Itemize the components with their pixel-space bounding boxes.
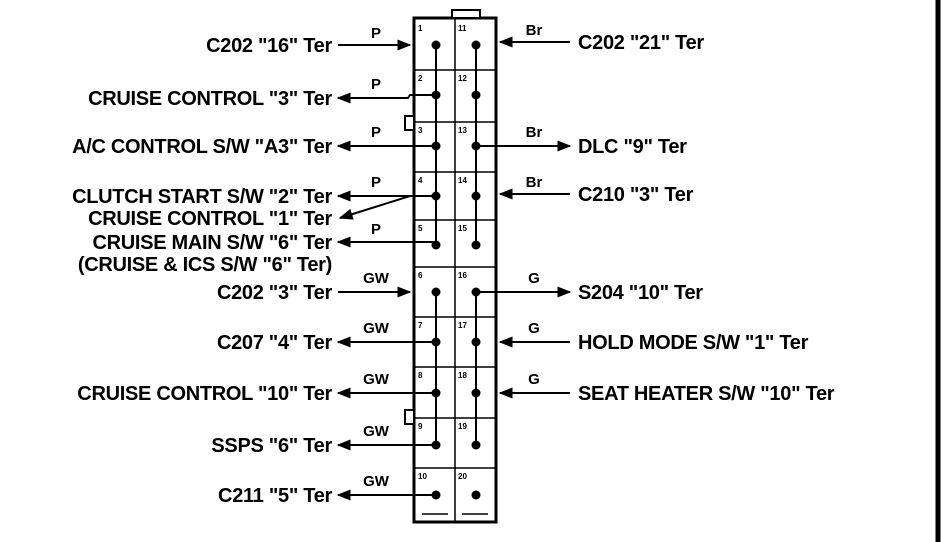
wire-color-code: P bbox=[371, 124, 381, 141]
pin-number: 14 bbox=[458, 176, 467, 185]
terminal-label: HOLD MODE S/W "1" Ter bbox=[578, 332, 809, 354]
pin-number: 3 bbox=[418, 126, 423, 135]
terminal-label: C202 "16" Ter bbox=[206, 35, 332, 57]
terminal-label: (CRUISE & ICS S/W "6" Ter) bbox=[78, 254, 332, 276]
terminal-label: SSPS "6" Ter bbox=[211, 435, 332, 457]
wire-color-code: GW bbox=[363, 320, 390, 337]
right-terminal-labels: C202 "21" Ter DLC "9" Ter C210 "3" Ter S… bbox=[578, 32, 835, 405]
terminal-label: DLC "9" Ter bbox=[578, 136, 687, 158]
pin-number: 4 bbox=[418, 176, 423, 185]
pin-number: 18 bbox=[458, 371, 467, 380]
right-wire-colors: Br Br Br G G G bbox=[526, 22, 543, 388]
pin-number: 11 bbox=[458, 24, 467, 33]
terminal-label: CRUISE CONTROL "1" Ter bbox=[88, 208, 332, 230]
terminal-label: SEAT HEATER S/W "10" Ter bbox=[578, 383, 835, 405]
terminal-label: CRUISE MAIN S/W "6" Ter bbox=[93, 232, 333, 254]
pin-number: 10 bbox=[418, 472, 427, 481]
wire-color-code: Br bbox=[526, 22, 543, 39]
terminal-label: C211 "5" Ter bbox=[218, 485, 332, 507]
right-wires bbox=[476, 36, 572, 399]
pin-number: 13 bbox=[458, 126, 467, 135]
pin-number: 2 bbox=[418, 74, 423, 83]
wire-color-code: GW bbox=[363, 473, 390, 490]
pin-number: 16 bbox=[458, 271, 467, 280]
wire-color-code: P bbox=[371, 76, 381, 93]
left-terminal-labels: C202 "16" Ter CRUISE CONTROL "3" Ter A/C… bbox=[72, 35, 333, 507]
pin-number: 17 bbox=[458, 321, 467, 330]
pin-number: 1 bbox=[418, 24, 423, 33]
left-wire-colors: P P P P P GW GW GW GW GW bbox=[363, 25, 390, 490]
pin-number: 8 bbox=[418, 371, 423, 380]
pin-number: 6 bbox=[418, 271, 423, 280]
wire-color-code: P bbox=[371, 221, 381, 238]
pin-number: 15 bbox=[458, 224, 467, 233]
pin-number: 19 bbox=[458, 422, 467, 431]
terminal-label: C202 "21" Ter bbox=[578, 32, 704, 54]
wire-color-code: G bbox=[528, 320, 540, 337]
pin-dots bbox=[431, 40, 481, 500]
wire-color-code: G bbox=[528, 270, 540, 287]
wire-color-code: GW bbox=[363, 371, 390, 388]
wire-color-code: P bbox=[371, 25, 381, 42]
wire-color-code: P bbox=[371, 174, 381, 191]
wire-color-code: GW bbox=[363, 270, 390, 287]
wire-color-code: Br bbox=[526, 124, 543, 141]
pin-number: 5 bbox=[418, 224, 423, 233]
terminal-label: C207 "4" Ter bbox=[217, 332, 333, 354]
pin-number: 12 bbox=[458, 74, 467, 83]
terminal-label: S204 "10" Ter bbox=[578, 282, 703, 304]
pin-number: 7 bbox=[418, 321, 423, 330]
terminal-label: C210 "3" Ter bbox=[578, 184, 694, 206]
connector-body bbox=[404, 9, 498, 524]
left-wires bbox=[336, 39, 436, 501]
wire-color-code: G bbox=[528, 371, 540, 388]
pin-number: 9 bbox=[418, 422, 423, 431]
terminal-label: A/C CONTROL S/W "A3" Ter bbox=[72, 136, 332, 158]
terminal-label: CRUISE CONTROL "10" Ter bbox=[77, 383, 332, 405]
wire-color-code: Br bbox=[526, 174, 543, 191]
terminal-label: CLUTCH START S/W "2" Ter bbox=[72, 186, 332, 208]
terminal-label: CRUISE CONTROL "3" Ter bbox=[88, 88, 332, 110]
wire-color-code: GW bbox=[363, 423, 390, 440]
pin-numbers: 1 2 3 4 5 6 7 8 9 10 11 12 13 14 15 16 1… bbox=[418, 24, 467, 481]
pin-number: 20 bbox=[458, 472, 467, 481]
terminal-label: C202 "3" Ter bbox=[217, 282, 333, 304]
